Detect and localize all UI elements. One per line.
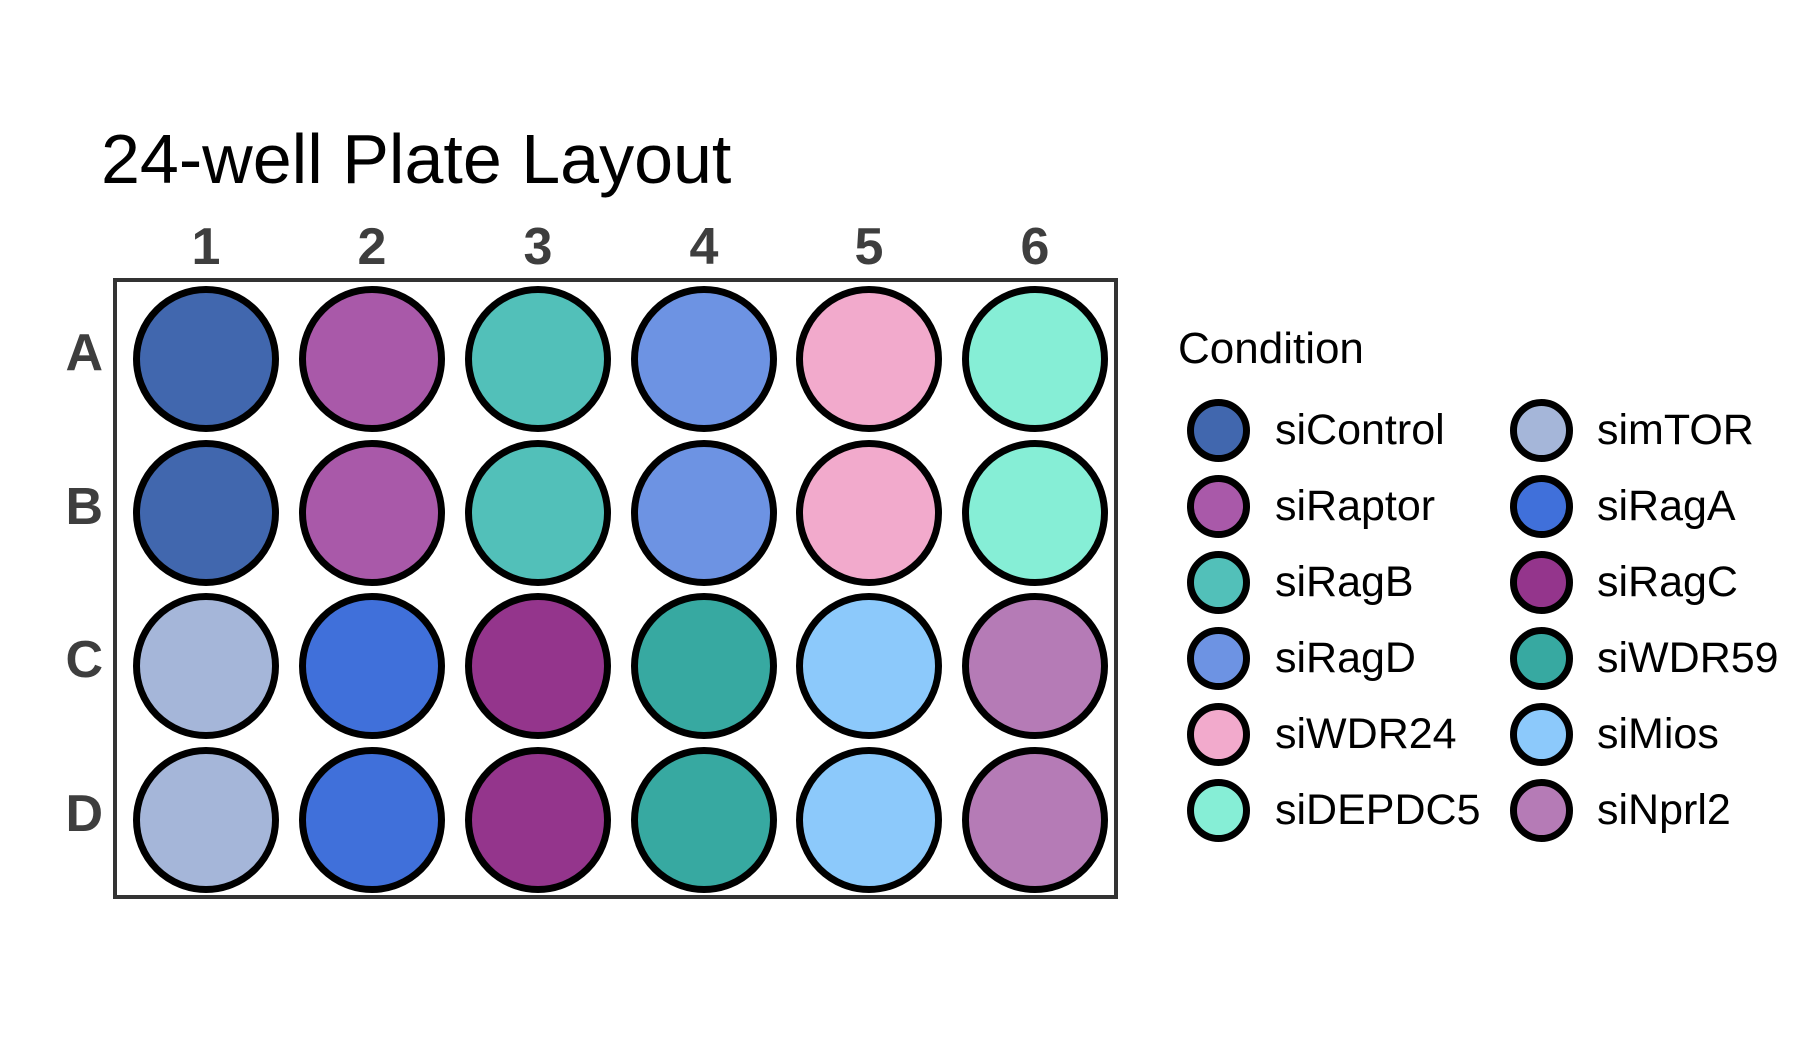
well-C3 bbox=[465, 593, 611, 739]
legend-label-siRagD: siRagD bbox=[1275, 633, 1416, 682]
column-label-5: 5 bbox=[854, 218, 884, 276]
column-label-2: 2 bbox=[357, 218, 387, 276]
figure-title: 24-well Plate Layout bbox=[101, 120, 732, 198]
well-B1 bbox=[133, 439, 279, 586]
well-B2 bbox=[299, 439, 445, 586]
well-A3 bbox=[465, 286, 611, 432]
well-A1 bbox=[133, 286, 279, 432]
well-C6 bbox=[962, 593, 1108, 739]
legend-label-siRagC: siRagC bbox=[1597, 557, 1738, 606]
well-A6 bbox=[962, 286, 1108, 432]
legend-label-siRagB: siRagB bbox=[1275, 557, 1414, 606]
legend-label-simTOR: simTOR bbox=[1597, 405, 1754, 454]
legend-label-siWDR59: siWDR59 bbox=[1597, 633, 1779, 682]
well-D6 bbox=[962, 746, 1108, 893]
well-A5 bbox=[796, 286, 942, 432]
legend-title: Condition bbox=[1178, 324, 1364, 373]
legend-label-siMios: siMios bbox=[1597, 709, 1719, 758]
legend-swatch-siMios bbox=[1509, 702, 1573, 766]
well-C4 bbox=[631, 593, 777, 739]
legend-swatch-siWDR59 bbox=[1509, 626, 1573, 690]
column-label-3: 3 bbox=[523, 218, 553, 276]
legend-label-siControl: siControl bbox=[1275, 405, 1445, 454]
legend-label-siRaptor: siRaptor bbox=[1275, 481, 1436, 530]
legend-swatch-siRaptor bbox=[1186, 474, 1250, 538]
row-label-D: D bbox=[65, 784, 103, 843]
well-B4 bbox=[631, 439, 777, 586]
legend-label-siNprl2: siNprl2 bbox=[1597, 785, 1731, 834]
well-C2 bbox=[299, 593, 445, 739]
row-label-C: C bbox=[65, 631, 103, 689]
row-label-B: B bbox=[65, 477, 103, 536]
plate-frame bbox=[113, 278, 1118, 899]
legend-swatch-simTOR bbox=[1509, 398, 1573, 462]
column-label-4: 4 bbox=[689, 218, 719, 276]
legend-label-siDEPDC5: siDEPDC5 bbox=[1275, 785, 1481, 834]
well-D2 bbox=[299, 746, 445, 893]
column-label-1: 1 bbox=[191, 218, 221, 276]
well-B6 bbox=[962, 439, 1108, 586]
legend-label-siRagA: siRagA bbox=[1597, 481, 1736, 530]
well-C1 bbox=[133, 593, 279, 739]
legend-label-siWDR24: siWDR24 bbox=[1275, 709, 1457, 758]
legend-swatch-siRagD bbox=[1186, 626, 1250, 690]
legend-swatch-siNprl2 bbox=[1509, 778, 1573, 842]
well-D4 bbox=[631, 746, 777, 893]
legend-swatch-siControl bbox=[1186, 398, 1250, 462]
well-D3 bbox=[465, 746, 611, 893]
legend-swatch-siRagB bbox=[1186, 550, 1250, 614]
legend-swatch-siDEPDC5 bbox=[1186, 778, 1250, 842]
well-A2 bbox=[299, 286, 445, 432]
well-A4 bbox=[631, 286, 777, 432]
well-D5 bbox=[796, 746, 942, 893]
legend-swatch-siRagC bbox=[1509, 550, 1573, 614]
column-label-6: 6 bbox=[1020, 218, 1050, 276]
well-B5 bbox=[796, 439, 942, 586]
legend-swatch-siRagA bbox=[1509, 474, 1573, 538]
row-label-A: A bbox=[65, 324, 103, 382]
legend-swatch-siWDR24 bbox=[1186, 702, 1250, 766]
well-C5 bbox=[796, 593, 942, 739]
well-D1 bbox=[133, 746, 279, 893]
well-B3 bbox=[465, 439, 611, 586]
